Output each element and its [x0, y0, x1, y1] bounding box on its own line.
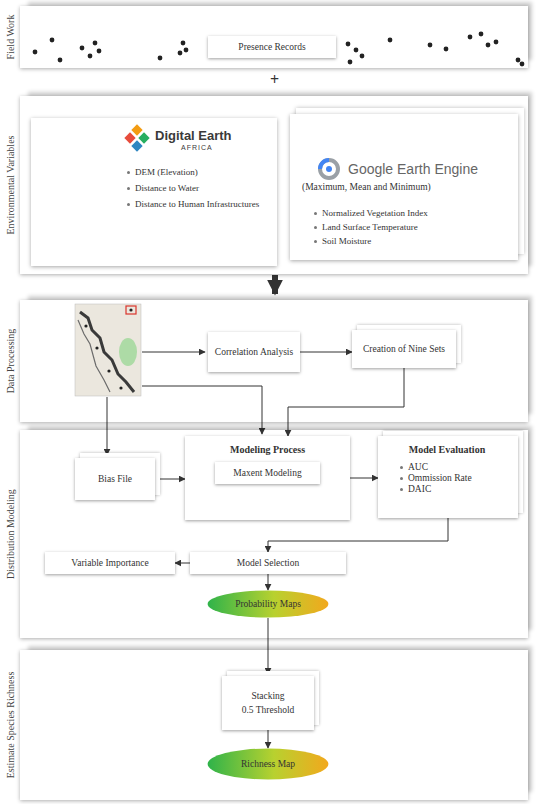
process-box: Model Selection — [190, 552, 346, 574]
node-text: Land Surface Temperature — [314, 220, 512, 234]
node-text: Google Earth Engine — [348, 158, 512, 180]
section-label: Field Work — [5, 6, 17, 68]
process-box: Variable Importance — [45, 552, 175, 574]
source-panel: Digital EarthAFRICADEM (Elevation)Distan… — [31, 118, 277, 266]
node-text: Model Selection — [237, 557, 300, 569]
plus-sign: + — [270, 71, 279, 89]
node-text: Digital Earth — [155, 128, 271, 143]
flow-arrow — [300, 352, 352, 353]
flow-arrow-large — [272, 275, 278, 294]
node-text: (Maximum, Mean and Minimum) — [302, 180, 512, 194]
flow-arrow — [155, 479, 185, 480]
section-band: Field WorkPresence Records — [20, 6, 528, 68]
node-text: 0.5 Threshold — [242, 704, 295, 716]
flow-arrow — [175, 563, 190, 564]
node-text: Maxent Modeling — [233, 467, 301, 479]
node-text: Distance to Human Infrastructures — [127, 196, 271, 212]
presence-dots — [33, 32, 525, 67]
node-text: AFRICA — [181, 143, 271, 152]
node-text: Variable Importance — [71, 557, 148, 569]
output-ellipse: Probability Maps — [207, 590, 329, 618]
section-band: Estimate Species RichnessStacking0.5 Thr… — [20, 650, 528, 800]
flow-arrow — [268, 574, 269, 590]
node-text: Correlation Analysis — [215, 346, 293, 358]
node-text: Normalized Vegetation Index — [314, 206, 512, 220]
section-band: Data ProcessingCorrelation AnalysisCreat… — [20, 300, 528, 422]
section-band: Distribution ModelingBias FileModeling P… — [20, 430, 528, 638]
flow-arrow — [288, 368, 404, 436]
node-text: Modeling Process — [230, 444, 305, 456]
node-text: Ommission Rate — [400, 473, 510, 484]
node-text: Bias File — [98, 473, 132, 485]
node-text: Richness Map — [241, 758, 295, 770]
flow-arrow — [268, 618, 269, 674]
section-label: Distribution Modeling — [5, 430, 17, 638]
evaluation-box: Model EvaluationAUCOmmission RateDAIC — [378, 436, 518, 518]
section-label: Environmental Variables — [5, 96, 17, 274]
process-box: Maxent Modeling — [215, 462, 320, 484]
source-panel: Google Earth Engine(Maximum, Mean and Mi… — [290, 114, 518, 260]
node-text: Soil Moisture — [314, 234, 512, 248]
flow-arrow — [268, 730, 269, 748]
flow-arrow — [268, 518, 448, 552]
node-text: Presence Records — [238, 41, 305, 53]
flow-arrow — [350, 478, 378, 479]
process-box: Correlation Analysis — [208, 332, 300, 372]
process-box: Presence Records — [208, 36, 336, 58]
node-text: Creation of Nine Sets — [363, 343, 445, 355]
output-ellipse: Richness Map — [207, 748, 329, 780]
node-text: Probability Maps — [235, 598, 301, 610]
logo-icon — [316, 156, 342, 182]
section-label: Data Processing — [5, 300, 17, 422]
node-text: DAIC — [400, 484, 510, 495]
process-box: Creation of Nine Sets — [352, 330, 456, 368]
node-text: Stacking — [251, 690, 284, 702]
process-box: Bias File — [75, 458, 155, 500]
node-text: Model Evaluation — [384, 444, 510, 456]
study-area-map — [75, 304, 141, 396]
logo-icon — [123, 124, 151, 152]
section-band: Environmental VariablesDigital EarthAFRI… — [20, 96, 528, 274]
group-box: Modeling ProcessMaxent Modeling — [185, 436, 350, 520]
node-text: Distance to Water — [127, 180, 271, 196]
process-box: Stacking 0.5 Threshold — [222, 676, 314, 730]
section-label: Estimate Species Richness — [5, 650, 17, 800]
node-text: AUC — [400, 462, 510, 473]
node-text: DEM (Elevation) — [127, 164, 271, 180]
